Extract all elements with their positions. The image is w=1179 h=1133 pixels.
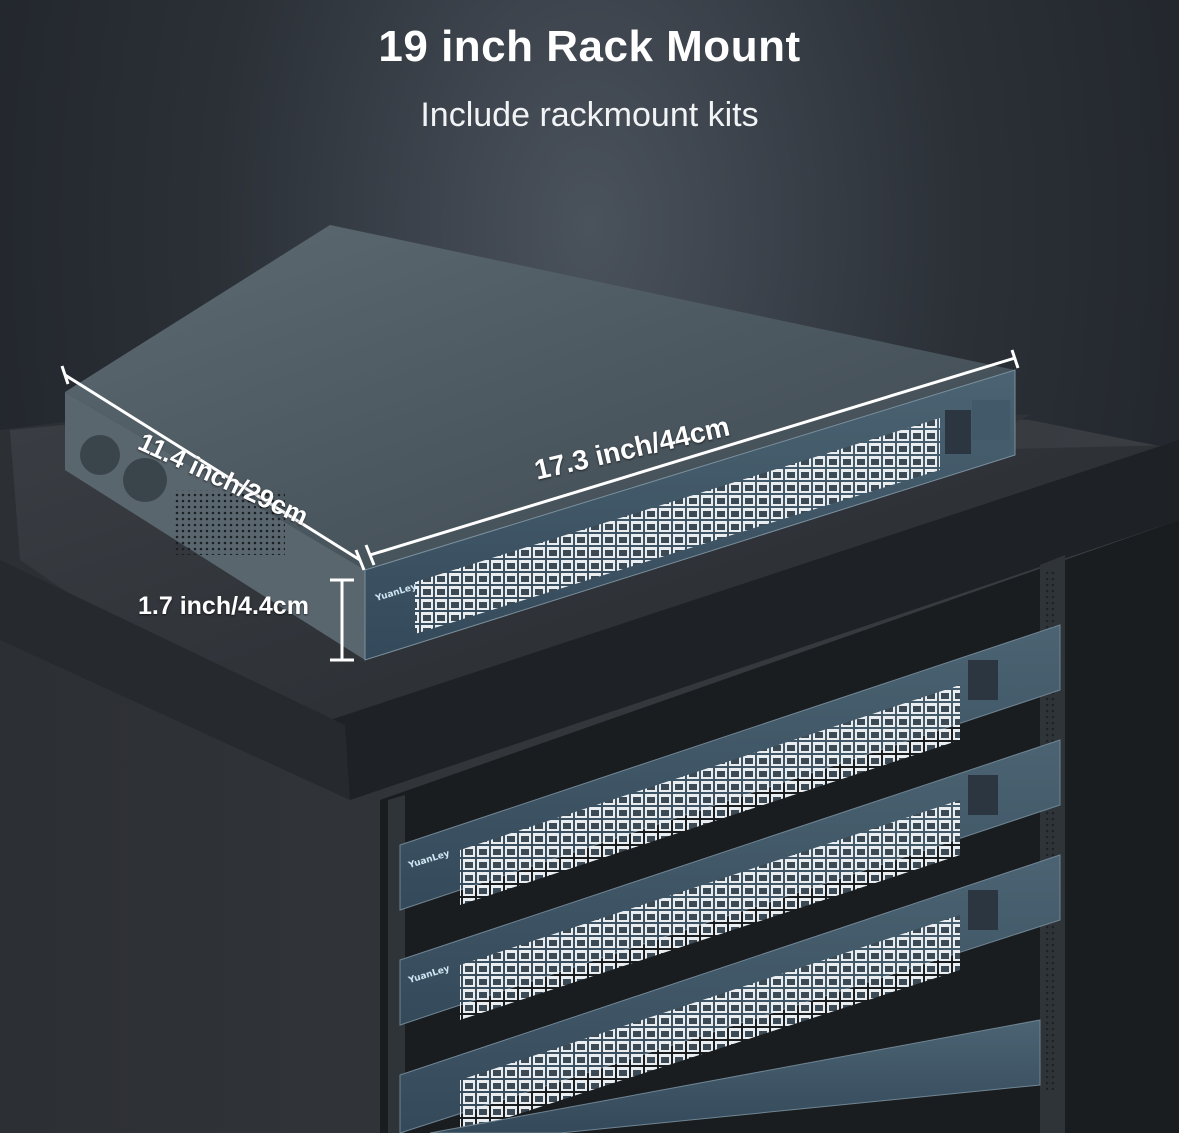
dimension-lines <box>60 349 1020 662</box>
rack-switch-1 <box>399 624 1061 911</box>
headline: 19 inch Rack Mount <box>378 22 801 71</box>
rack-switch-4 <box>429 1019 1041 1133</box>
rack-switch-3 <box>399 854 1061 1133</box>
rack-switch-2 <box>399 739 1061 1026</box>
main-switch <box>65 225 1016 661</box>
height-dimension-label: 1.7 inch/4.4cm <box>138 592 309 620</box>
subheadline: Include rackmount kits <box>420 96 759 134</box>
